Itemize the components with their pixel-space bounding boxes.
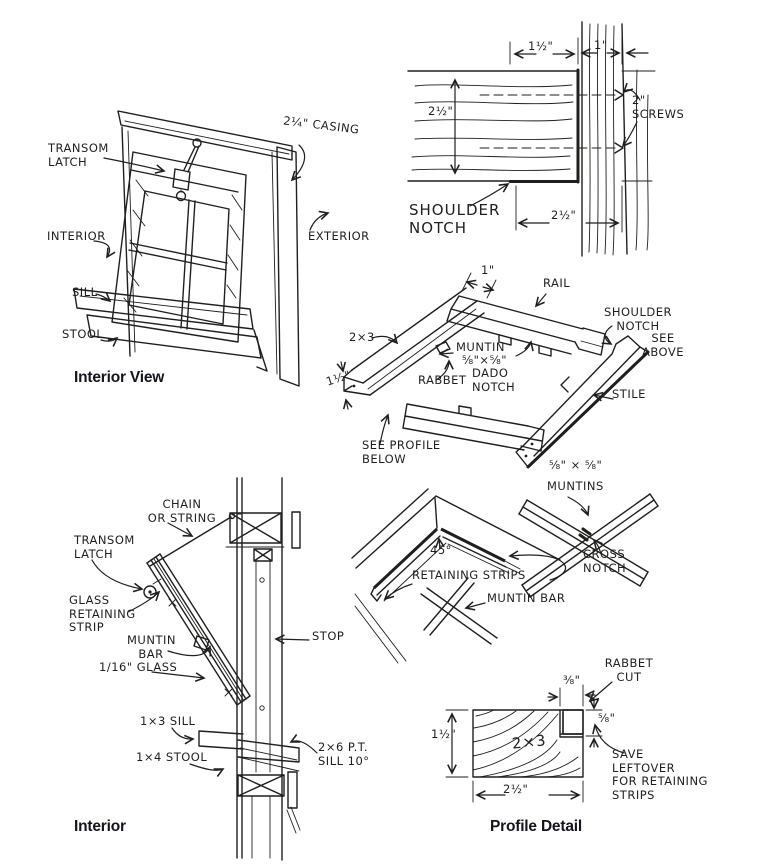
label-stock-2x3: 2×3 <box>349 330 375 344</box>
label-dim-rabbet-depth: ⅝" <box>598 711 616 725</box>
label-muntin: MUNTIN <box>456 340 505 354</box>
label-transom-latch: TRANSOM LATCH <box>48 141 109 169</box>
label-glass: 1/16" GLASS <box>99 660 178 674</box>
label-section-muntin-bar: MUNTIN BAR <box>127 633 176 661</box>
caption-profile-detail: Profile Detail <box>490 818 582 835</box>
label-shoulder-notch: SHOULDER NOTCH <box>409 201 501 237</box>
label-1x3-sill: 1×3 SILL <box>140 714 196 728</box>
figure-frame-assembly <box>336 272 650 469</box>
label-rail: RAIL <box>543 276 571 290</box>
label-profile-stock: 2×3 <box>511 731 548 753</box>
label-muntin-size: ⅝"×⅝" <box>462 353 508 367</box>
caption-interior: Interior <box>74 818 126 835</box>
label-dado-notch: DADO NOTCH <box>472 366 516 394</box>
label-retaining-strips: RETAINING STRIPS <box>412 568 526 582</box>
label-glass-retaining-strip: GLASS RETAINING STRIP <box>69 593 136 635</box>
label-screws: 2" SCREWS <box>632 93 685 121</box>
label-stile: STILE <box>612 387 646 401</box>
label-rabbet-cut: RABBET CUT <box>604 656 654 684</box>
label-save-note: SAVE LEFTOVER FOR RETAINING STRIPS <box>612 747 708 802</box>
label-muntins-size: ⅝" × ⅝" <box>549 458 603 472</box>
figure-muntin-details <box>351 488 659 664</box>
label-dim-reveal: 1" <box>594 38 608 52</box>
label-chain-or-string: CHAIN OR STRING <box>147 497 217 525</box>
label-dim-bottom: 2½" <box>551 208 577 222</box>
label-stool: STOOL <box>62 327 104 341</box>
label-cross-notch: CROSS NOTCH <box>583 547 627 575</box>
label-muntin-bar: MUNTIN BAR <box>487 591 566 605</box>
label-profile-width: 2½" <box>503 782 529 796</box>
label-exterior: EXTERIOR <box>308 229 370 243</box>
label-dim-tenon: 1" <box>481 263 495 277</box>
label-dim-rabbet-width: ⅜" <box>563 673 581 687</box>
label-muntins: MUNTINS <box>547 479 604 493</box>
label-see-above: SEE ABOVE <box>641 331 685 359</box>
label-profile-thickness: 1½" <box>431 727 457 741</box>
label-sill: SILL <box>72 285 98 299</box>
label-section-transom-latch: TRANSOM LATCH <box>74 533 135 561</box>
label-frame-shoulder-notch: SHOULDER NOTCH <box>604 305 672 333</box>
label-1x4-stool: 1×4 STOOL <box>136 750 208 764</box>
label-rabbet: RABBET <box>418 373 467 387</box>
label-2x6-pt-sill: 2×6 P.T. SILL 10° <box>318 740 370 768</box>
label-miter-angle: 45° <box>430 543 452 557</box>
figure-interior-section <box>91 477 318 861</box>
label-dim-notch-width: 1½" <box>528 39 554 53</box>
label-dim-depth: 2½" <box>428 104 454 118</box>
figure-shoulder-notch-detail <box>407 21 656 257</box>
caption-interior-view: Interior View <box>74 369 165 386</box>
figure-profile-detail <box>445 681 625 803</box>
label-see-profile-below: SEE PROFILE BELOW <box>362 438 441 466</box>
label-interior: INTERIOR <box>47 229 106 243</box>
label-stop: STOP <box>312 629 345 643</box>
figure-interior-view <box>73 110 330 387</box>
